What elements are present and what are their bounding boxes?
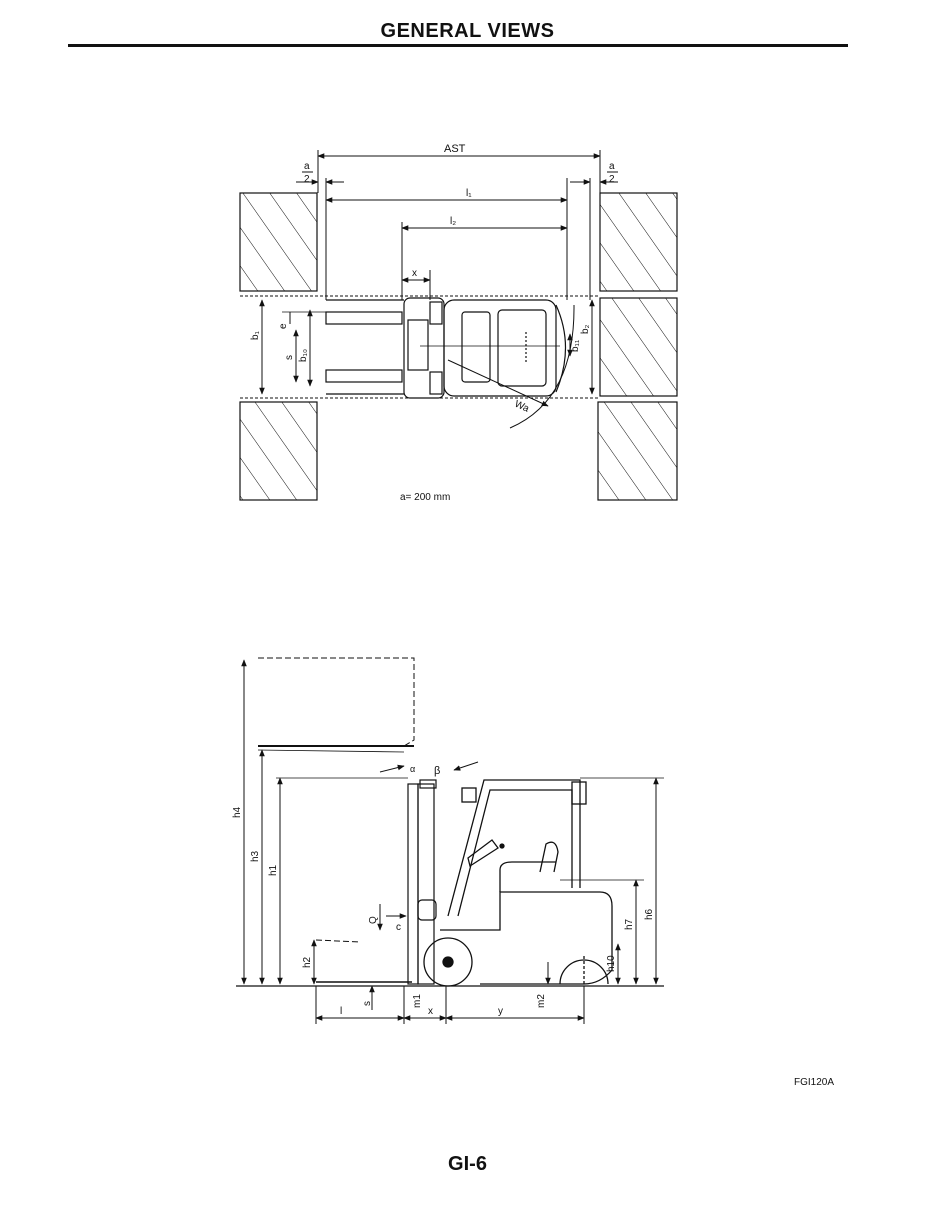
- forks-plan: [325, 299, 404, 395]
- label-l: l: [340, 1006, 342, 1017]
- rack-block-middle-right: [599, 297, 678, 397]
- label-m2: m2: [536, 994, 547, 1008]
- rack-block-top-left: [239, 192, 318, 292]
- label-h7: h7: [624, 918, 635, 930]
- label-a-den-left: 2: [304, 174, 310, 185]
- bottom-dimensions: [315, 985, 585, 1024]
- label-b1: b₁: [250, 330, 261, 340]
- dimension-h10: h10: [606, 943, 621, 985]
- label-q: Q: [368, 916, 379, 924]
- label-s: s: [284, 355, 295, 360]
- page-title: GENERAL VIEWS: [380, 20, 555, 42]
- dimension-q-c: Q c: [368, 904, 407, 933]
- truck-plan-view: [403, 297, 567, 399]
- label-a-num-right: a: [609, 161, 615, 172]
- label-e: e: [278, 323, 289, 329]
- label-a-den-right: 2: [609, 174, 615, 185]
- page-number: GI-6: [448, 1153, 487, 1175]
- label-x-top: x: [412, 268, 417, 279]
- label-alpha: α: [410, 764, 415, 774]
- label-l2: l₂: [450, 216, 456, 227]
- tilt-angles: α β: [379, 761, 479, 777]
- label-h3: h3: [250, 850, 261, 862]
- dimension-b1: b₁: [250, 299, 265, 395]
- dimension-h7: h7: [560, 879, 644, 985]
- label-h10: h10: [606, 955, 617, 972]
- label-m1: m1: [412, 994, 423, 1008]
- label-ast: AST: [444, 143, 466, 155]
- label-l1: l₁: [466, 188, 472, 199]
- label-s-side: s: [362, 1001, 373, 1006]
- label-b11: b₁₁: [570, 339, 581, 352]
- dimension-b10: b₁₀: [298, 309, 313, 387]
- rear-wheel: [559, 956, 609, 985]
- label-a-num-left: a: [304, 161, 310, 172]
- rack-block-bottom-left: [239, 401, 318, 501]
- dimension-a-half-left: a 2: [296, 161, 344, 185]
- dimension-h4: h4: [232, 659, 247, 985]
- label-h1: h1: [268, 864, 279, 876]
- label-beta: β: [434, 765, 440, 777]
- rack-block-top-right: [599, 192, 678, 292]
- dimension-l1: l₁: [325, 188, 568, 203]
- label-b10: b₁₀: [298, 349, 309, 362]
- dimension-s: s: [284, 329, 299, 383]
- raised-load-outline: [258, 657, 415, 747]
- dimension-h3: h3: [250, 749, 405, 985]
- turning-radius-wa: Wa: [447, 304, 575, 429]
- label-y: y: [498, 1006, 503, 1017]
- figure-code: FGI120A: [793, 1077, 834, 1088]
- front-wheel: [423, 937, 473, 987]
- label-h4: h4: [232, 806, 243, 818]
- dimension-x-top: x: [401, 268, 431, 300]
- label-h2: h2: [302, 956, 313, 968]
- title-rule: [68, 44, 848, 47]
- dimension-h6: h6: [580, 777, 664, 985]
- mast: [407, 779, 437, 985]
- truck-body-side: [440, 779, 613, 985]
- label-h6: h6: [644, 908, 655, 920]
- rack-block-bottom-right: [597, 401, 678, 501]
- forks-side: [315, 939, 412, 983]
- dimension-b2: b₂: [580, 299, 595, 395]
- dimension-h1: h1: [268, 777, 408, 985]
- dimension-h2: h2: [302, 939, 317, 985]
- dimension-e: e: [278, 311, 326, 329]
- label-b2: b₂: [580, 324, 591, 334]
- label-x-side: x: [428, 1006, 433, 1017]
- dimension-a-half-right: a 2: [570, 161, 618, 185]
- dimension-ast: AST: [317, 143, 601, 159]
- aisle-clearance-note: a= 200 mm: [400, 492, 450, 503]
- label-c: c: [396, 922, 401, 933]
- dimension-l2: l₂: [401, 216, 568, 300]
